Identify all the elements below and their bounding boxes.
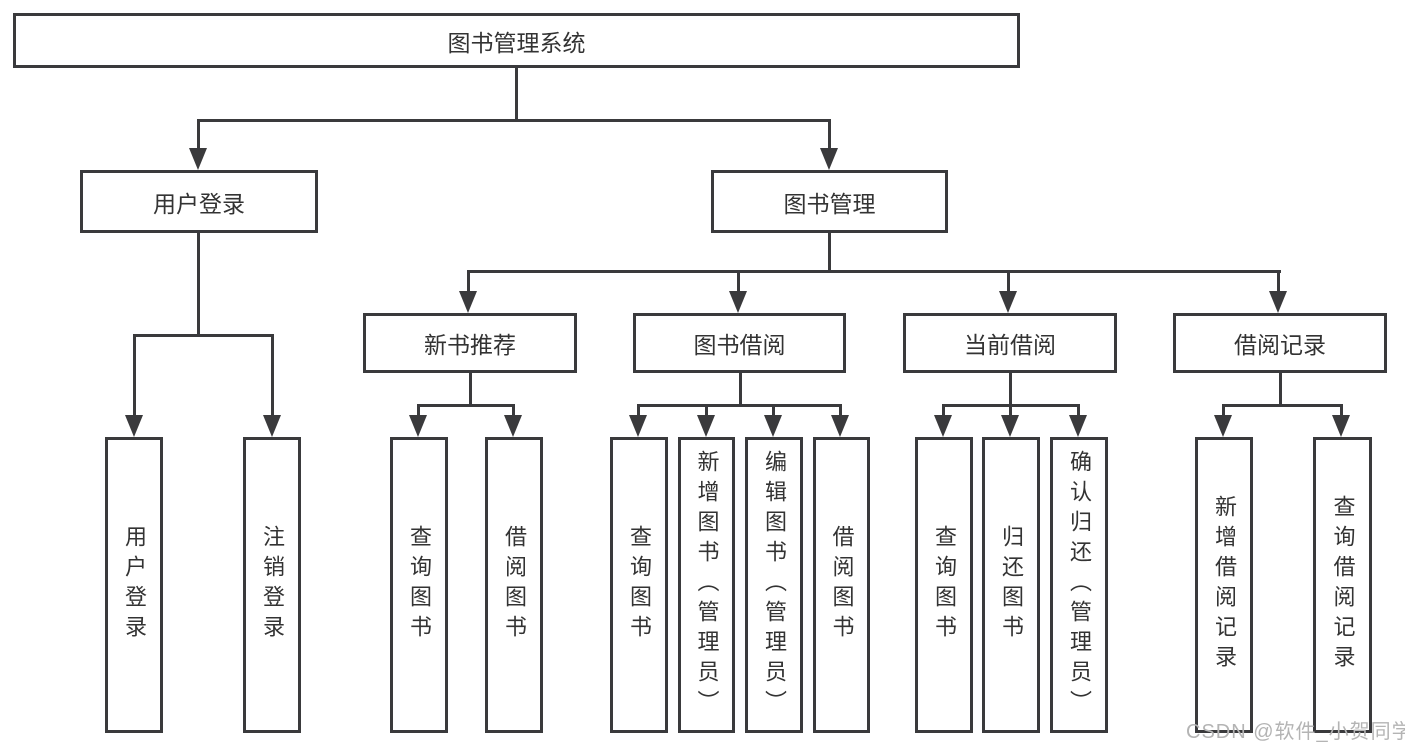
leaf-edit-books-admin: 编辑图书（管理员） <box>745 437 803 733</box>
leaf-query-books-3: 查询图书 <box>915 437 973 733</box>
arrowhead-down <box>1001 415 1019 437</box>
arrowhead-down <box>764 415 782 437</box>
arrowhead-down <box>125 415 143 437</box>
node-book-management: 图书管理 <box>711 170 948 233</box>
connector-stem <box>839 404 842 417</box>
connector-rail <box>133 334 274 337</box>
connector-trunk <box>828 233 831 271</box>
leaf-add-borrow-record: 新增借阅记录 <box>1195 437 1253 733</box>
arrowhead-down <box>934 415 952 437</box>
leaf-return-books: 归还图书 <box>982 437 1040 733</box>
connector-stem <box>637 404 640 417</box>
connector-stem <box>417 404 420 417</box>
connector-stem <box>467 270 470 292</box>
leaf-borrow-books-1: 借阅图书 <box>485 437 543 733</box>
connector-rail <box>1222 404 1343 407</box>
connector-stem <box>772 404 775 417</box>
connector-level3-rail <box>467 270 1281 273</box>
arrowhead-down <box>629 415 647 437</box>
arrowhead-down <box>729 291 747 313</box>
connector-rail <box>417 404 515 407</box>
connector-stem <box>1222 404 1225 417</box>
node-user-login: 用户登录 <box>80 170 318 233</box>
leaf-query-borrow-record: 查询借阅记录 <box>1313 437 1372 733</box>
connector-stem <box>512 404 515 417</box>
leaf-add-books-admin: 新增图书（管理员） <box>678 437 735 733</box>
leaf-logout: 注销登录 <box>243 437 301 733</box>
connector-stem <box>737 270 740 292</box>
connector-rail <box>637 404 842 407</box>
arrowhead-down <box>1269 291 1287 313</box>
leaf-borrow-books-2: 借阅图书 <box>813 437 870 733</box>
connector-stem <box>1277 270 1280 292</box>
node-borrowing-records: 借阅记录 <box>1173 313 1387 373</box>
connector-stem <box>271 334 274 417</box>
node-book-borrowing: 图书借阅 <box>633 313 846 373</box>
node-library-management-system: 图书管理系统 <box>13 13 1020 68</box>
connector-root-trunk <box>515 68 518 120</box>
connector-stem <box>1009 404 1012 417</box>
leaf-query-books-2: 查询图书 <box>610 437 668 733</box>
leaf-query-books-1: 查询图书 <box>390 437 448 733</box>
leaf-user-login: 用户登录 <box>105 437 163 733</box>
arrowhead-down <box>999 291 1017 313</box>
arrowhead-down <box>409 415 427 437</box>
arrowhead-down <box>504 415 522 437</box>
arrowhead-down <box>1332 415 1350 437</box>
arrowhead-down <box>697 415 715 437</box>
connector-level2-rail <box>197 119 831 122</box>
arrowhead-down <box>189 148 207 170</box>
arrowhead-down <box>1214 415 1232 437</box>
connector-stem <box>1340 404 1343 417</box>
connector-stem <box>1007 270 1010 292</box>
connector-stem <box>705 404 708 417</box>
connector-trunk <box>739 373 742 407</box>
connector-stem <box>133 334 136 417</box>
node-current-borrowing: 当前借阅 <box>903 313 1117 373</box>
connector-stem <box>1077 404 1080 417</box>
csdn-watermark: CSDN @软件_小贺同学 <box>1186 721 1405 743</box>
arrowhead-down <box>1069 415 1087 437</box>
connector-stem <box>828 119 831 150</box>
arrowhead-down <box>263 415 281 437</box>
connector-trunk <box>1009 373 1012 407</box>
arrowhead-down <box>820 148 838 170</box>
node-new-book-recommendation: 新书推荐 <box>363 313 577 373</box>
arrowhead-down <box>459 291 477 313</box>
connector-trunk <box>1279 373 1282 407</box>
arrowhead-down <box>831 415 849 437</box>
leaf-confirm-return-admin: 确认归还（管理员） <box>1050 437 1108 733</box>
connector-stem <box>942 404 945 417</box>
connector-stem <box>197 119 200 150</box>
connector-trunk <box>197 233 200 335</box>
connector-trunk <box>469 373 472 407</box>
